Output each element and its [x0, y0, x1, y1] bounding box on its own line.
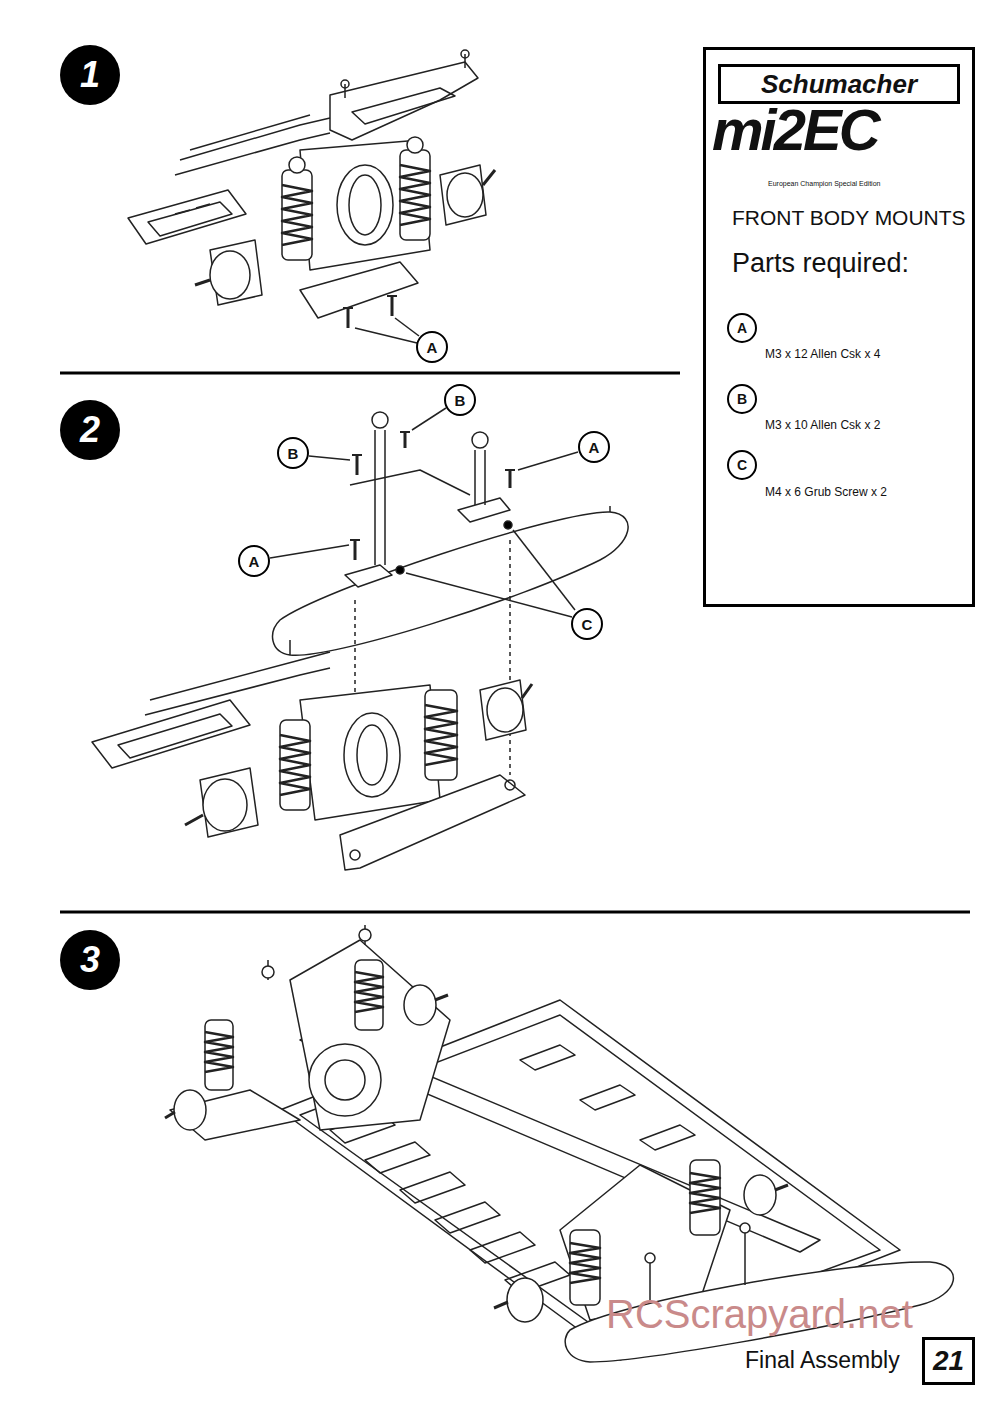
label-text: 3 — [80, 939, 100, 981]
label-text: C — [582, 616, 593, 633]
step-number: 1 — [60, 45, 120, 105]
label-text: A — [427, 339, 438, 356]
section-name: Final Assembly — [745, 1347, 900, 1374]
part-spec: M4 x 6 Grub Screw x 2 — [765, 485, 887, 499]
logo-subtitle: European Champion Special Edition — [768, 180, 880, 187]
label-text: 21 — [933, 1345, 964, 1377]
label-text: 1 — [80, 54, 100, 96]
callout-letter: C — [727, 450, 757, 480]
label-text: Schumacher — [761, 69, 917, 100]
callout-letter: A — [727, 313, 757, 343]
callout-letter: B — [444, 384, 476, 416]
callout-letter: B — [277, 437, 309, 469]
part-spec: M3 x 10 Allen Csk x 2 — [765, 418, 880, 432]
callout-letter: A — [416, 331, 448, 363]
panel-heading: FRONT BODY MOUNTS — [732, 206, 966, 230]
label-text: A — [249, 553, 260, 570]
label-text: A — [737, 320, 747, 336]
panel-subheading: Parts required: — [732, 248, 909, 279]
label-text: A — [589, 439, 600, 456]
model-logo: mi2EC — [712, 96, 878, 163]
page-number-box: 21 — [922, 1337, 975, 1385]
callout-letter: C — [571, 608, 603, 640]
callout-letter: A — [578, 431, 610, 463]
label-text: C — [737, 457, 747, 473]
step2-car — [92, 408, 628, 870]
step-number: 2 — [60, 400, 120, 460]
step3-car — [165, 925, 953, 1362]
label-text: B — [737, 391, 747, 407]
callout-letter: A — [238, 545, 270, 577]
callout-letter: B — [727, 384, 757, 414]
step1-car — [128, 50, 495, 343]
label-text: B — [288, 445, 299, 462]
step-number: 3 — [60, 930, 120, 990]
label-text: B — [455, 392, 466, 409]
watermark: RCScrapyard.net — [606, 1292, 913, 1337]
label-text: 2 — [80, 409, 100, 451]
part-spec: M3 x 12 Allen Csk x 4 — [765, 347, 880, 361]
